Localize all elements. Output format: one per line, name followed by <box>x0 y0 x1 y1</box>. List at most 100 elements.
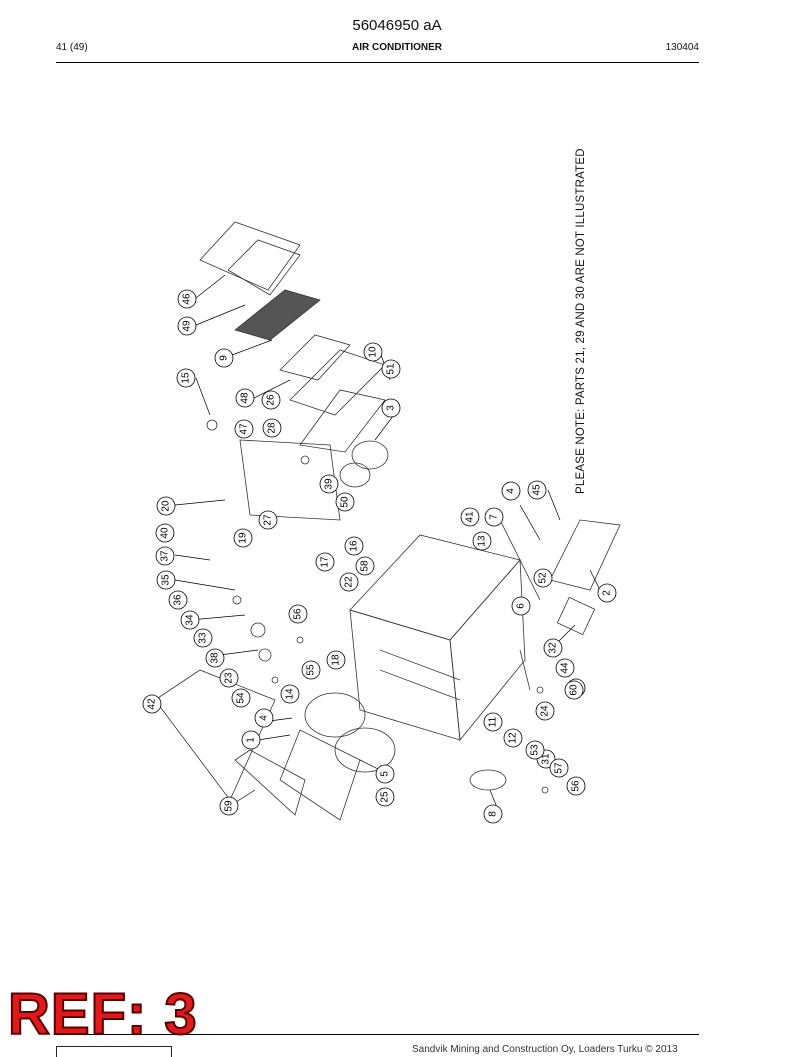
callout-13: 13 <box>472 531 492 551</box>
ref-stamp: REF: 3 <box>7 982 198 1047</box>
callout-42: 42 <box>142 694 162 714</box>
svg-text:17: 17 <box>320 556 331 568</box>
svg-text:53: 53 <box>530 744 541 756</box>
callout-5: 5 <box>375 764 395 784</box>
svg-text:44: 44 <box>560 662 571 674</box>
svg-text:9: 9 <box>219 355 230 361</box>
svg-text:2: 2 <box>602 590 613 596</box>
callout-10: 10 <box>363 342 383 362</box>
callout-33: 33 <box>193 628 213 648</box>
callout-28: 28 <box>262 418 282 438</box>
callout-36: 36 <box>168 590 188 610</box>
callout-9: 9 <box>214 348 234 368</box>
callout-4: 4 <box>254 708 274 728</box>
svg-text:52: 52 <box>538 572 549 584</box>
svg-text:56: 56 <box>571 780 582 792</box>
callout-53: 53 <box>525 740 545 760</box>
svg-text:40: 40 <box>160 527 171 539</box>
svg-text:60: 60 <box>569 684 580 696</box>
svg-text:19: 19 <box>238 532 249 544</box>
callout-12: 12 <box>503 728 523 748</box>
svg-text:25: 25 <box>380 791 391 803</box>
svg-text:4: 4 <box>506 488 517 494</box>
callout-34: 34 <box>180 610 200 630</box>
callout-60: 60 <box>564 680 584 700</box>
svg-text:31: 31 <box>541 753 552 765</box>
callout-41: 41 <box>460 507 480 527</box>
callout-38: 38 <box>205 648 225 668</box>
svg-text:27: 27 <box>263 514 274 526</box>
svg-text:54: 54 <box>236 692 247 704</box>
callout-51: 51 <box>381 359 401 379</box>
svg-text:3: 3 <box>386 405 397 411</box>
svg-text:35: 35 <box>161 574 172 586</box>
callout-48: 48 <box>235 388 255 408</box>
callout-26: 26 <box>261 390 281 410</box>
date-code: 130404 <box>665 42 699 53</box>
callout-58: 58 <box>355 556 375 576</box>
callout-40: 40 <box>155 523 175 543</box>
callout-8: 8 <box>483 804 503 824</box>
callout-2: 2 <box>597 583 617 603</box>
callout-46: 46 <box>177 289 197 309</box>
callout-19: 19 <box>233 528 253 548</box>
callout-11: 11 <box>483 712 503 732</box>
header-rule <box>56 62 699 63</box>
svg-text:38: 38 <box>210 652 221 664</box>
callout-39: 39 <box>319 474 339 494</box>
callout-37: 37 <box>155 546 175 566</box>
callout-59: 59 <box>219 796 239 816</box>
svg-text:14: 14 <box>285 688 296 700</box>
svg-text:10: 10 <box>368 346 379 358</box>
svg-text:22: 22 <box>344 576 355 588</box>
svg-text:5: 5 <box>380 771 391 777</box>
svg-text:26: 26 <box>266 394 277 406</box>
callout-35: 35 <box>156 570 176 590</box>
callout-49: 49 <box>177 316 197 336</box>
callout-25: 25 <box>375 787 395 807</box>
callout-4: 4 <box>501 481 521 501</box>
callout-56: 56 <box>288 604 308 624</box>
callout-45: 45 <box>527 480 547 500</box>
callout-22: 22 <box>339 572 359 592</box>
callout-20: 20 <box>156 496 176 516</box>
svg-text:16: 16 <box>349 540 360 552</box>
svg-text:13: 13 <box>477 535 488 547</box>
callout-14: 14 <box>280 684 300 704</box>
svg-text:12: 12 <box>508 732 519 744</box>
callout-32: 32 <box>543 638 563 658</box>
svg-text:37: 37 <box>160 550 171 562</box>
callout-27: 27 <box>258 510 278 530</box>
svg-text:42: 42 <box>147 698 158 710</box>
svg-text:23: 23 <box>224 672 235 684</box>
svg-text:51: 51 <box>386 363 397 375</box>
svg-text:4: 4 <box>259 715 270 721</box>
svg-text:24: 24 <box>540 705 551 717</box>
callout-54: 54 <box>231 688 251 708</box>
callout-47: 47 <box>234 419 254 439</box>
svg-text:41: 41 <box>465 511 476 523</box>
callout-57: 57 <box>549 758 569 778</box>
callout-52: 52 <box>533 568 553 588</box>
svg-text:11: 11 <box>488 716 499 727</box>
svg-text:18: 18 <box>331 654 342 666</box>
svg-text:49: 49 <box>182 320 193 332</box>
page-number: 41 (49) <box>56 42 88 53</box>
footer-rule <box>56 1034 699 1035</box>
callout-55: 55 <box>301 660 321 680</box>
svg-text:48: 48 <box>240 392 251 404</box>
svg-text:45: 45 <box>532 484 543 496</box>
svg-text:20: 20 <box>161 500 172 512</box>
svg-text:59: 59 <box>224 800 235 812</box>
svg-text:34: 34 <box>185 614 196 626</box>
callout-15: 15 <box>176 368 196 388</box>
svg-text:28: 28 <box>267 422 278 434</box>
svg-text:56: 56 <box>293 608 304 620</box>
callout-23: 23 <box>219 668 239 688</box>
callout-7: 7 <box>484 507 504 527</box>
svg-text:6: 6 <box>516 603 527 609</box>
document-number: 56046950 aA <box>352 17 442 34</box>
callout-44: 44 <box>555 658 575 678</box>
